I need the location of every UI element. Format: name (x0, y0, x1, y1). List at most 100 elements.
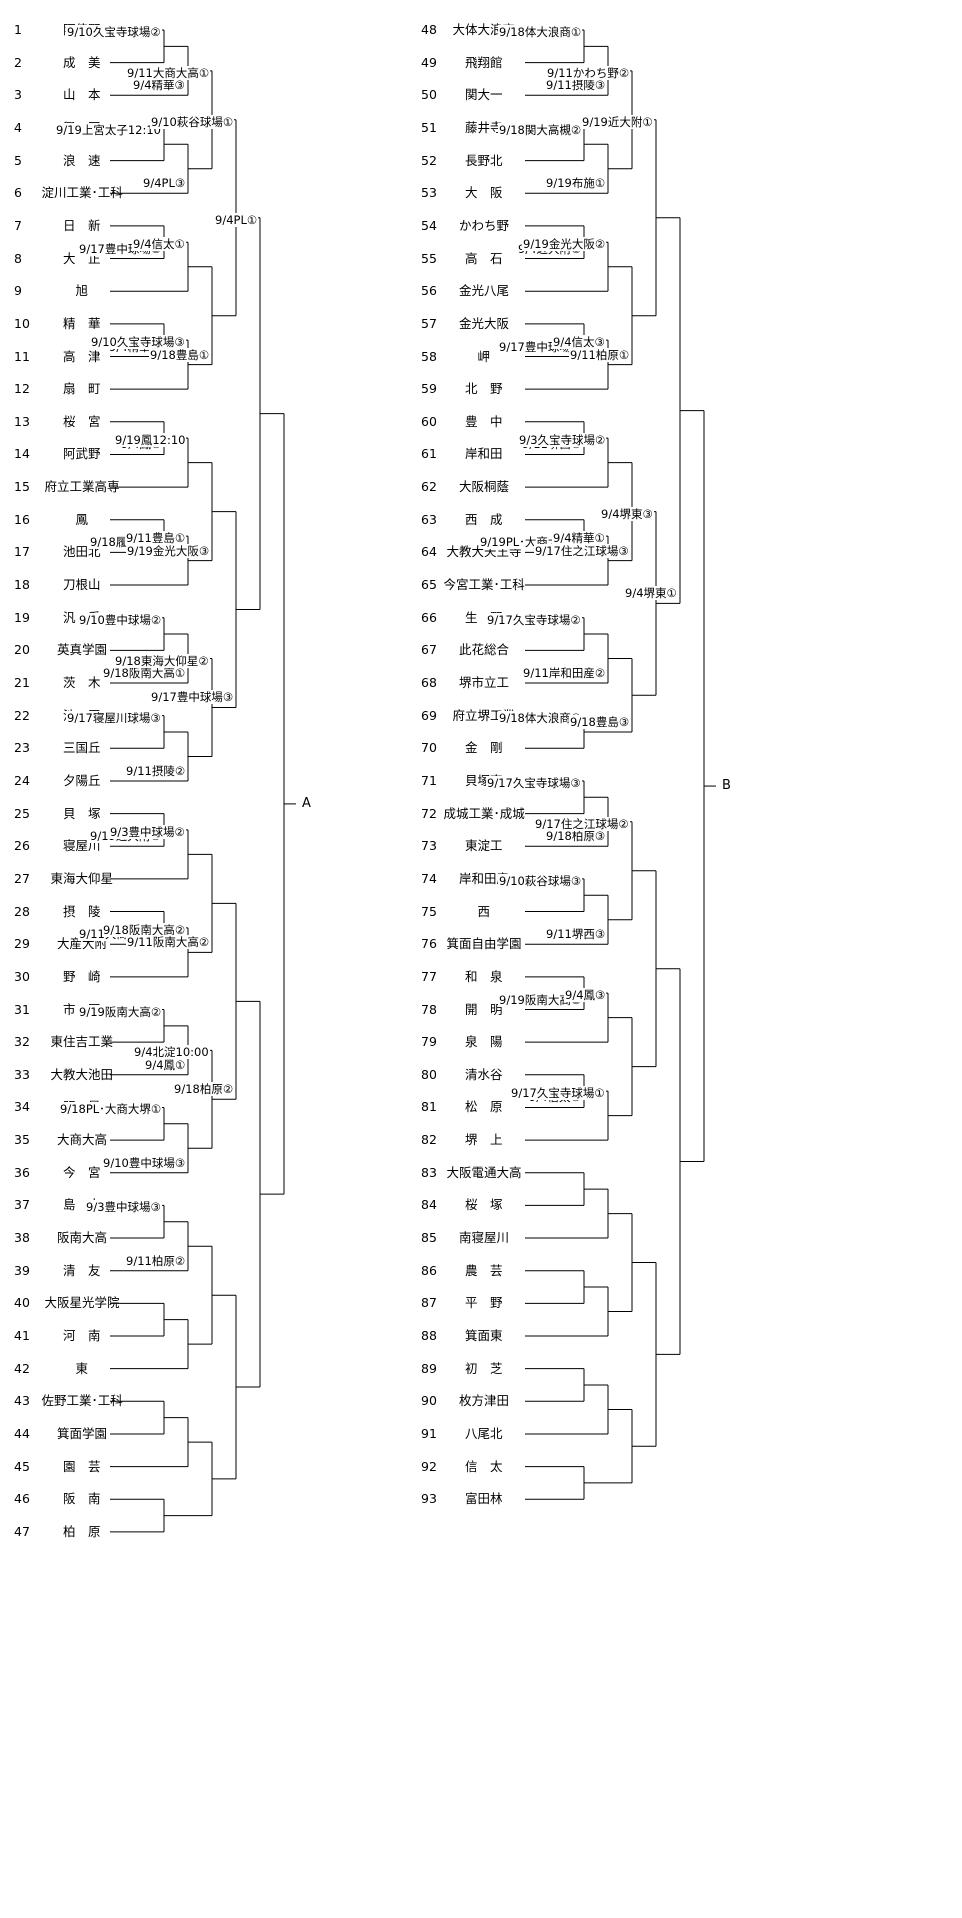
team-name: 山 本 (63, 87, 101, 103)
team-number: 41 (14, 1328, 30, 1343)
team-number: 72 (421, 805, 437, 821)
team-number: 57 (421, 315, 437, 331)
team-number: 46 (14, 1491, 30, 1507)
team-name: 清水谷 (465, 1066, 503, 1082)
team-name: 高 石 (465, 250, 503, 266)
team-number: 85 (421, 1230, 437, 1246)
team-name: 成 美 (63, 54, 101, 70)
team-number: 90 (421, 1393, 437, 1409)
team-name: 和 泉 (465, 968, 503, 984)
game-info: 9/11摂陵③ (545, 78, 607, 93)
game-info: 9/17久宝寺球場② (486, 612, 582, 627)
team-number: 54 (421, 217, 437, 233)
team-number: 15 (14, 479, 30, 495)
game-info: 9/4堺東① (624, 586, 678, 601)
team-number: 1 (14, 22, 22, 37)
bracket-lines (110, 29, 716, 1533)
game-info: 9/3豊中球場② (109, 824, 186, 839)
team-name: 堺 上 (465, 1132, 503, 1148)
team-number: 3 (14, 87, 22, 103)
game-info: 9/4鳳③ (564, 988, 607, 1003)
team-number: 14 (14, 446, 30, 462)
game-info: 9/17久宝寺球場③ (486, 775, 582, 790)
team-name: 枚方津田 (459, 1393, 510, 1409)
team-number: 53 (421, 185, 437, 201)
game-info: 9/10萩谷球場③ (498, 873, 583, 888)
team-name: 高 津 (63, 348, 101, 364)
team-number: 71 (421, 772, 437, 788)
game-info: 9/18体大浪商② (498, 710, 583, 725)
game-info: 9/11柏原② (125, 1253, 187, 1268)
team-number: 12 (14, 381, 30, 397)
team-number: 61 (421, 446, 437, 462)
team-number: 68 (421, 675, 437, 690)
team-number: 81 (421, 1099, 437, 1115)
game-info: 9/18PL･大商大堺① (59, 1102, 163, 1117)
game-info: 9/4堺東③ (600, 506, 654, 521)
team-name: 大 阪 (465, 185, 503, 201)
game-info: 9/18体大浪商① (498, 25, 583, 39)
game-info: 9/18関大高槻② (498, 122, 583, 137)
team-number: 59 (421, 381, 437, 397)
game-info: 9/10久宝寺球場③ (90, 335, 186, 350)
team-name: 阪 南 (63, 1491, 101, 1507)
team-name: 関大一 (465, 87, 503, 103)
game-info: 9/18豊島③ (569, 714, 631, 729)
game-info: 9/17住之江球場② (534, 816, 630, 831)
team-name: 大教大池田 (50, 1066, 114, 1082)
team-number: 75 (421, 903, 437, 919)
game-info: 9/18柏原② (173, 1082, 235, 1097)
team-name: 豊 中 (465, 413, 503, 429)
team-number: 74 (421, 870, 437, 886)
team-name: 茨 木 (63, 675, 101, 690)
team-number: 36 (14, 1164, 30, 1180)
team-number: 13 (14, 413, 30, 429)
team-number: 70 (421, 740, 437, 756)
team-number: 73 (421, 838, 437, 854)
game-info: 9/18豊島① (149, 347, 211, 362)
team-name: 開 明 (465, 1001, 503, 1017)
team-name: 長野北 (465, 152, 503, 168)
team-number: 93 (421, 1491, 437, 1507)
team-number: 16 (14, 511, 30, 527)
game-info: 9/17豊中球場③ (150, 690, 235, 705)
team-number: 37 (14, 1197, 30, 1213)
team-name: 東 (75, 1360, 89, 1376)
team-number: 20 (14, 642, 30, 658)
team-number: 25 (14, 805, 30, 821)
game-info: 9/18阪南大高① (102, 666, 187, 680)
team-number: 33 (14, 1066, 30, 1082)
team-number: 66 (421, 609, 437, 625)
team-number: 44 (14, 1425, 30, 1441)
team-name: 英真学園 (57, 642, 108, 658)
team-name: 淀川工業･工科 (41, 185, 123, 201)
team-number: 28 (14, 903, 30, 919)
team-number: 52 (421, 152, 437, 168)
team-name: 初 芝 (465, 1360, 503, 1376)
team-name: 金光大阪 (459, 315, 510, 331)
team-name: 夕陽丘 (63, 772, 101, 788)
game-info: 9/10久宝寺球場② (66, 25, 162, 39)
team-name: 今宮工業･工科 (443, 577, 525, 593)
team-name: 箕面東 (465, 1328, 503, 1343)
team-number: 40 (14, 1295, 30, 1311)
team-name: 東海大仰星 (50, 870, 114, 886)
team-number: 79 (421, 1034, 437, 1050)
game-info: 9/19金光大阪③ (126, 543, 211, 558)
team-number: 88 (421, 1328, 437, 1343)
team-name: かわち野 (459, 217, 510, 233)
team-number: 6 (14, 185, 22, 201)
team-name: 松 原 (465, 1099, 503, 1115)
game-info: 9/4信太① (132, 237, 186, 252)
team-number: 60 (421, 413, 437, 429)
team-name: 西 成 (465, 511, 503, 527)
game-info: 9/4PL① (214, 212, 259, 227)
team-number: 82 (421, 1132, 437, 1148)
game-info: 9/4信太③ (552, 335, 606, 350)
game-info: 9/11堺西③ (545, 927, 607, 942)
team-name: 南寝屋川 (459, 1230, 510, 1246)
team-name: 府立工業高専 (44, 479, 120, 495)
game-info: 9/4精華③ (132, 78, 186, 93)
team-number: 63 (421, 511, 437, 527)
team-name: 大阪電通大高 (446, 1164, 522, 1180)
